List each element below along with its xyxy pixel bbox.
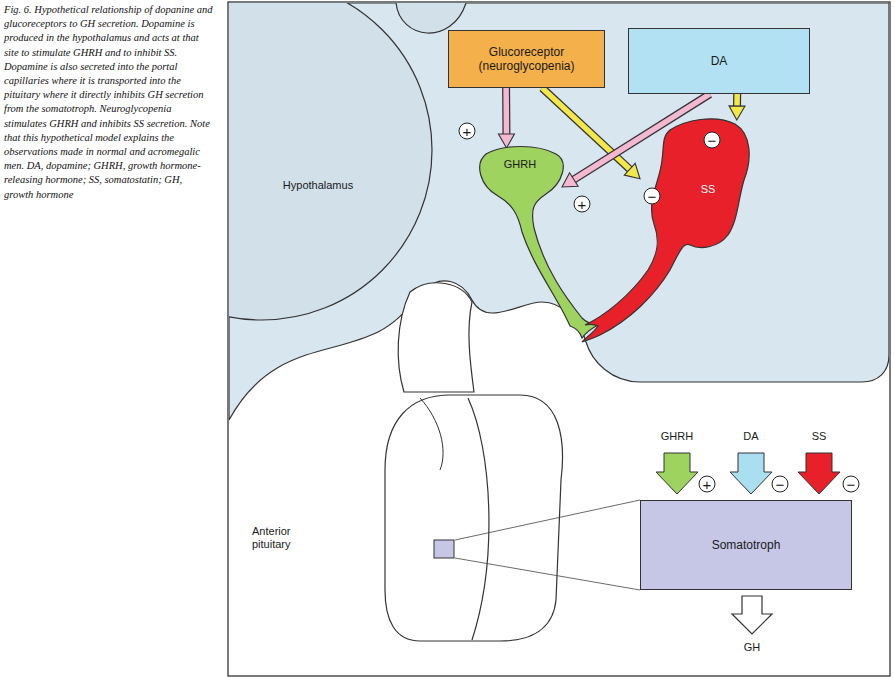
ventricle-outline [229,3,432,320]
zoom-line [455,500,640,540]
somatotroph-marker [434,540,454,558]
pituitary-gland [385,395,563,641]
figure-caption: Fig. 6. Hypothetical relationship of dop… [4,3,214,202]
dopamine-box: DA [628,28,810,94]
arrow-head [624,163,640,178]
node-label: GHRH [504,158,536,171]
arrow-shaft [503,88,509,136]
node-label: DA [703,54,736,68]
hormone-label: DA [743,430,758,443]
node-label: Somatotroph [704,538,789,552]
ghrh-neuron-outline [480,147,600,339]
hormone-label: GHRH [661,430,693,443]
ghrh-neuron-outline [478,148,562,200]
sign-symbol: − [843,476,860,493]
lobe-boundary [468,398,489,640]
effect-arrow [729,94,745,120]
lobe-boundary [420,398,443,470]
arrow-head [729,106,745,120]
ghrh-neuron: GHRH [478,148,562,200]
somatotroph-box: Somatotroph [640,500,852,590]
sign-symbol: + [699,476,716,493]
sign-symbol: + [459,123,476,140]
hormone-label: GH [744,641,761,654]
output-arrow [732,596,772,634]
arrow-head [498,134,514,148]
sign-symbol: − [644,188,661,205]
zoom-line [455,558,640,590]
node-label: SS [701,183,716,196]
sign-symbol: − [772,476,789,493]
structure-outline [396,3,466,33]
ss-neuron-outline [582,119,749,342]
ss-neuron: SS [640,120,750,245]
ss-neuron-outline [640,120,750,245]
hormone-label: SS [812,430,827,443]
inhibit-arrow [730,453,772,494]
receptor-box: Glucoreceptor (neuroglycopenia) [448,30,605,88]
arrow-head [562,173,578,187]
effect-arrow [498,88,514,148]
arrow-outline [502,88,510,136]
stimulus-arrow [656,453,698,494]
pituitary-stalk [398,283,474,392]
inhibit-arrow [798,453,840,494]
sign-symbol: + [574,196,591,213]
node-label: Glucoreceptor (neuroglycopenia) [449,45,604,74]
region-label: Anterior pituitary [252,525,314,551]
region-label: Hypothalamus [283,179,353,192]
sign-symbol: − [704,132,721,149]
